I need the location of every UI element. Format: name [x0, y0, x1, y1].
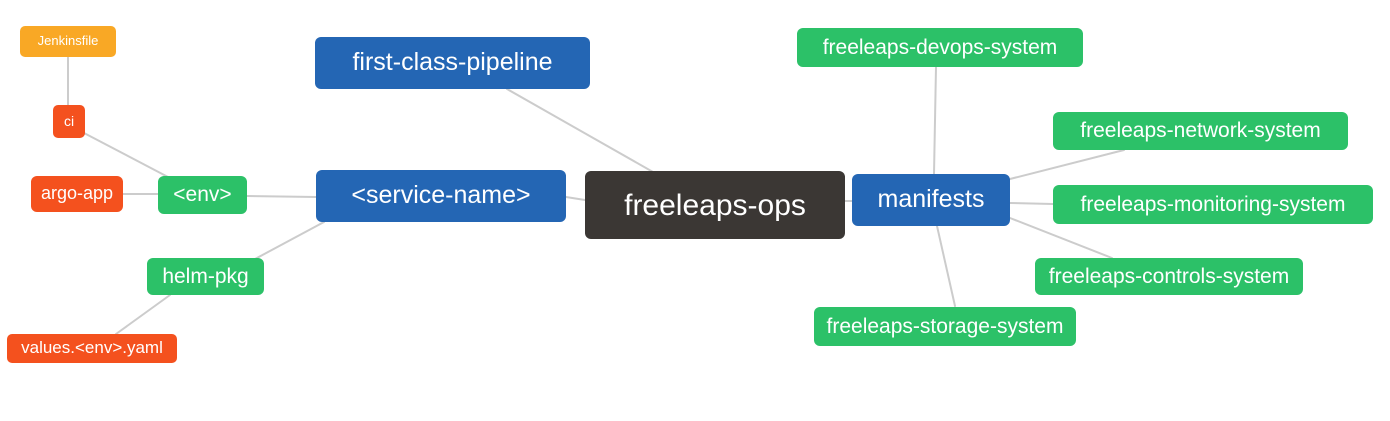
edge-env-to-service-name [246, 195, 317, 198]
node-freeleaps-storage-system[interactable]: freeleaps-storage-system [814, 307, 1076, 346]
node-ci[interactable]: ci [53, 105, 85, 138]
edge-helm-pkg-to-values-env-yaml [115, 294, 171, 335]
node-freeleaps-controls-system[interactable]: freeleaps-controls-system [1035, 258, 1303, 295]
node-env[interactable]: <env> [158, 176, 247, 214]
edge-manifests-to-freeleaps-network-system [1009, 149, 1125, 180]
node-helm-pkg[interactable]: helm-pkg [147, 258, 264, 295]
edge-manifests-to-freeleaps-monitoring-system [1009, 202, 1054, 205]
edge-manifests-to-freeleaps-controls-system [1009, 217, 1113, 259]
node-argo-app[interactable]: argo-app [31, 176, 123, 212]
edge-ci-to-env [83, 132, 169, 178]
node-freeleaps-monitoring-system[interactable]: freeleaps-monitoring-system [1053, 185, 1373, 224]
node-first-class-pipeline[interactable]: first-class-pipeline [315, 37, 590, 89]
edge-service-name-to-freeleaps-ops [565, 196, 586, 201]
edge-manifests-to-freeleaps-devops-system [933, 66, 937, 175]
node-manifests[interactable]: manifests [852, 174, 1010, 226]
node-freeleaps-ops[interactable]: freeleaps-ops [585, 171, 845, 239]
node-service-name[interactable]: <service-name> [316, 170, 566, 222]
node-freeleaps-network-system[interactable]: freeleaps-network-system [1053, 112, 1348, 150]
edge-service-name-to-helm-pkg [254, 221, 325, 260]
node-freeleaps-devops-system[interactable]: freeleaps-devops-system [797, 28, 1083, 67]
node-jenkinsfile[interactable]: Jenkinsfile [20, 26, 116, 57]
node-values-env-yaml[interactable]: values.<env>.yaml [7, 334, 177, 363]
edge-first-class-pipeline-to-freeleaps-ops [506, 88, 654, 173]
edge-manifests-to-freeleaps-storage-system [936, 225, 956, 307]
